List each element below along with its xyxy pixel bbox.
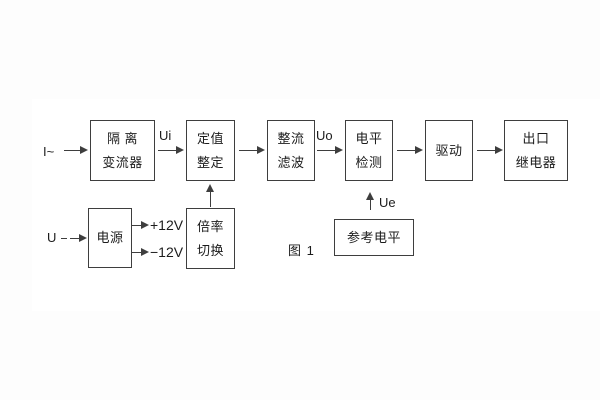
block-ratio-switch: 倍率 切换: [186, 208, 235, 269]
block-rectify-line1: 整流: [277, 130, 305, 146]
block-ratio-line2: 切换: [196, 242, 224, 258]
block-rectify-line2: 滤波: [277, 154, 305, 170]
block-reference-level: 参考电平: [334, 219, 414, 256]
block-isolation-line1: 隔 离: [106, 130, 139, 146]
block-isolation-transformer: 隔 离 变流器: [90, 120, 155, 181]
block-isolation-line2: 变流器: [102, 154, 143, 170]
block-power-supply: 电源: [88, 208, 132, 268]
block-drive-label: 驱动: [435, 142, 463, 158]
block-level-line2: 检测: [355, 154, 383, 170]
label-rail-minus12v: −12V: [150, 244, 184, 260]
block-reference-label: 参考电平: [346, 229, 401, 245]
figure-caption: 图 1: [288, 243, 315, 258]
block-output-relay: 出口 继电器: [504, 120, 568, 181]
block-ratio-line1: 倍率: [196, 218, 224, 234]
block-setting-line1: 定值: [196, 130, 224, 146]
block-relay-line1: 出口: [522, 130, 550, 146]
block-level-line1: 电平: [355, 130, 383, 146]
label-current-input: I~: [43, 144, 55, 159]
block-setting: 定值 整定: [186, 120, 235, 181]
label-signal-uo: Uo: [316, 128, 333, 143]
label-voltage-input: U: [47, 230, 57, 245]
block-rectify-filter: 整流 滤波: [267, 120, 315, 181]
block-power-label: 电源: [96, 230, 124, 245]
block-setting-line2: 整定: [196, 154, 224, 170]
label-signal-ui: Ui: [159, 128, 172, 143]
block-level-detect: 电平 检测: [345, 120, 393, 181]
block-relay-line2: 继电器: [515, 154, 557, 170]
label-rail-plus12v: +12V: [150, 217, 184, 233]
label-signal-ue: Ue: [379, 195, 396, 210]
block-drive: 驱动: [425, 120, 473, 181]
